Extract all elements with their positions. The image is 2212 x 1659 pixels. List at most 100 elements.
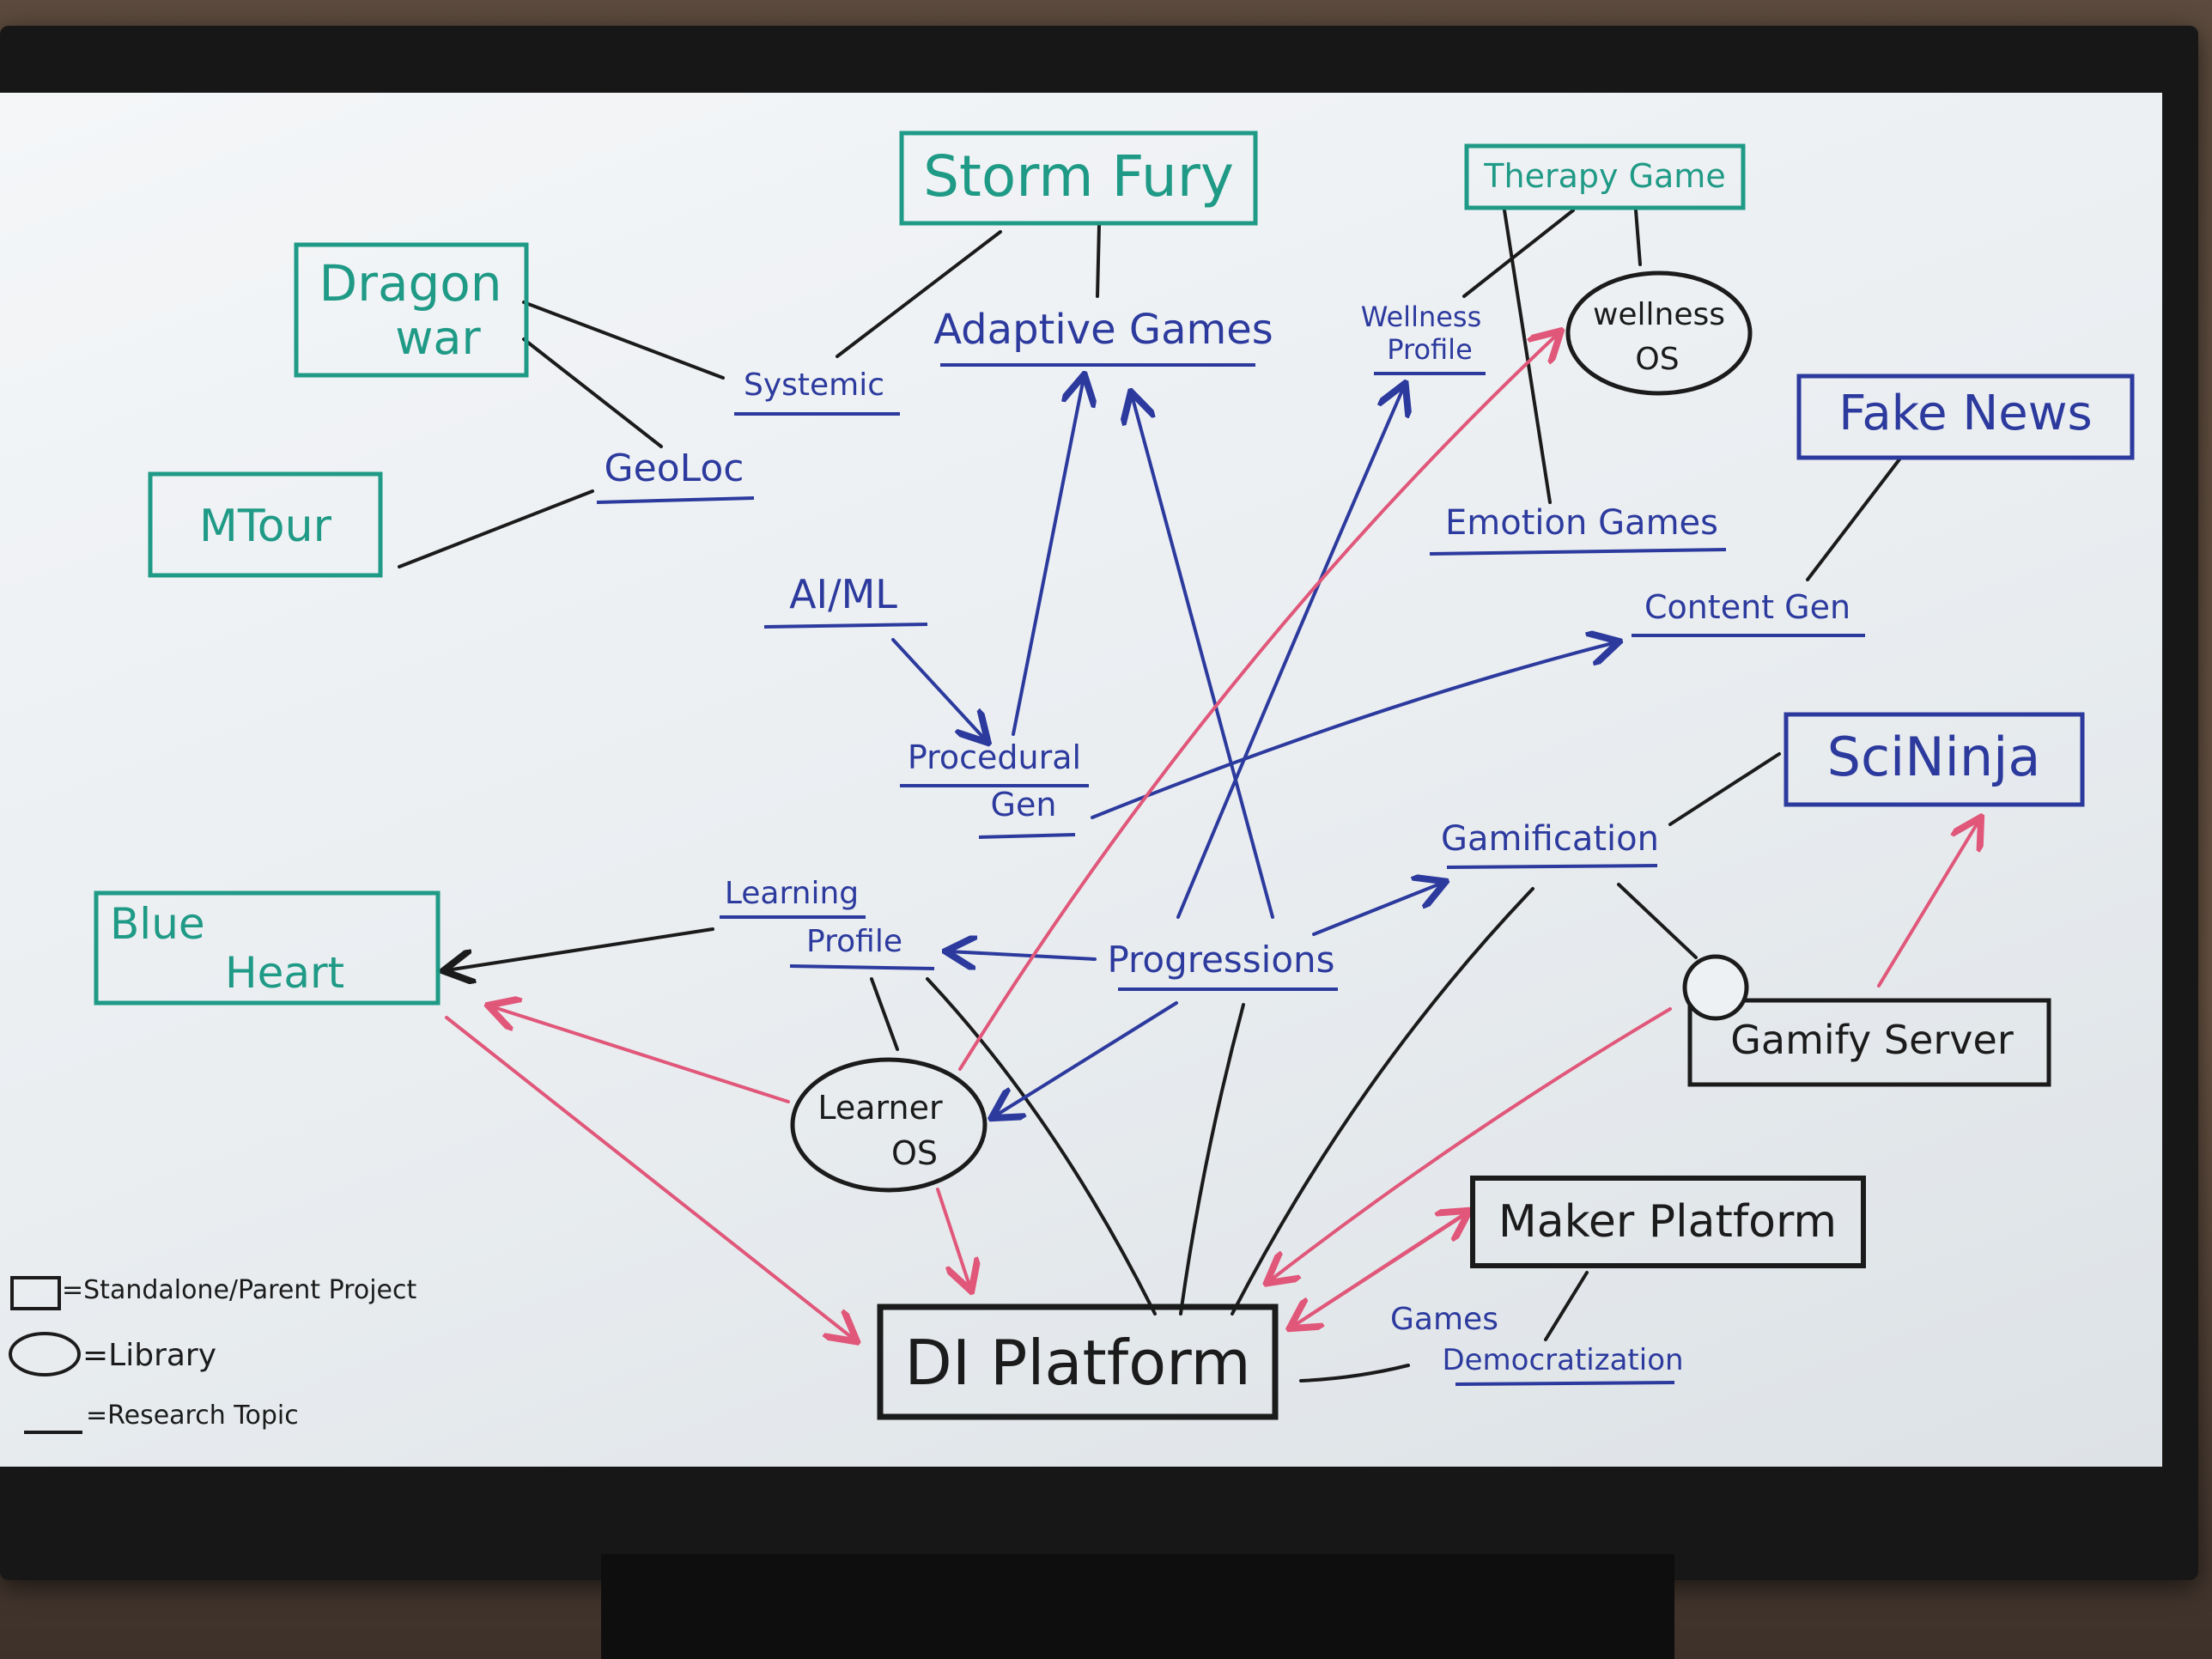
topic-emotion-games: Emotion Games [1429,503,1727,556]
storm-fury-label: Storm Fury [923,143,1234,210]
ai-ml-label: AI/ML [789,571,897,617]
link-learningprofile-learneros [870,977,899,1051]
link-procedural-contentgen [1091,642,1616,819]
legend-box-text: =Standalone/Parent Project [62,1275,416,1305]
link-mtour-geoloc [398,489,594,568]
link-blueheart-diplatform [445,1016,854,1340]
link-maker-democratization [1544,1271,1589,1341]
learner-os-label-line2: OS [891,1134,938,1172]
di-platform-label: DI Platform [904,1327,1250,1399]
link-stormfury-adaptive [1096,223,1101,298]
legend-line-text: =Research Topic [86,1401,299,1431]
whiteboard-surface [0,93,2162,1467]
legend-circle-text: =Library [82,1338,216,1373]
blue-links [891,378,1616,1116]
topic-wellness-profile: Wellness Profile [1361,301,1486,375]
link-procedural-adaptive [1012,378,1084,736]
link-learningprofile-diplatform [926,977,1157,1316]
learning-profile-label-line2: Profile [806,924,902,959]
node-storm-fury: Storm Fury [899,131,1258,226]
topic-procedural-gen: Procedural Gen [900,738,1089,839]
link-gamify-scininja [1877,820,1979,988]
link-gamification-diplatform [1231,887,1534,1316]
link-learneros-wellnessos [958,333,1559,1071]
node-learner-os: Learner OS [790,1057,988,1193]
systemic-label: Systemic [744,368,884,403]
dragon-war-label-line1: Dragon [319,254,501,313]
topic-systemic: Systemic [734,368,900,416]
link-learneros-blueheart [491,1006,790,1103]
games-democratization-label-line2: Democratization [1442,1343,1683,1377]
link-scininja-gamification [1668,752,1781,826]
legend-box-symbol [10,1276,61,1310]
topic-content-gen: Content Gen [1632,588,1865,637]
topic-learning-profile: Learning Profile [720,876,935,970]
node-sci-ninja: SciNinja [1784,712,2085,807]
node-di-platform: DI Platform [877,1304,1279,1420]
procedural-gen-label-line2: Gen [991,786,1057,823]
adaptive-games-label: Adaptive Games [933,306,1273,354]
fake-news-label: Fake News [1838,386,2092,441]
blue-heart-label-line1: Blue [110,899,205,949]
node-therapy-game: Therapy Game [1464,143,1746,210]
link-democratization-diplatform [1299,1364,1410,1382]
emotion-games-label: Emotion Games [1445,503,1718,543]
legend: =Standalone/Parent Project =Library =Res… [9,1275,416,1434]
gamify-server-label: Gamify Server [1730,1017,2014,1063]
link-fakenews-contentgen [1806,458,1901,581]
games-democratization-label-line1: Games [1390,1302,1498,1337]
wellness-os-label-line1: wellness [1593,297,1725,332]
topic-games-democratization: Games Democratization [1390,1302,1684,1386]
node-mtour: MTour [148,471,383,578]
link-learningprofile-blueheart [447,927,714,970]
node-maker-platform: Maker Platform [1470,1176,1866,1268]
topic-adaptive-games: Adaptive Games [933,306,1273,367]
link-diplatform-maker [1291,1212,1467,1328]
link-progressions-learningprofile [949,951,1097,959]
gamification-label: Gamification [1441,819,1659,859]
link-progressions-learneros [994,1001,1178,1116]
wellness-os-label-line2: OS [1635,342,1679,377]
geoloc-label: GeoLoc [605,447,744,490]
learning-profile-label-line1: Learning [725,876,859,911]
progressions-label: Progressions [1107,939,1334,981]
node-wellness-os: wellness OS [1565,270,1753,396]
link-gamify-diplatform [1269,1007,1672,1281]
node-blue-heart: Blue Heart [94,890,441,1006]
link-progressions-diplatform [1179,1003,1245,1316]
link-therapy-wellnessprofile [1462,209,1575,298]
blue-heart-label-line2: Heart [225,948,344,998]
link-progressions-wellnessprofile [1176,386,1404,919]
node-dragon-war: Dragon war [294,242,529,378]
link-therapy-emotion [1503,209,1552,504]
content-gen-label: Content Gen [1644,588,1850,626]
wellness-profile-label-line2: Profile [1387,333,1473,366]
link-dragonwar-geoloc [522,337,663,448]
board-stand [601,1554,1674,1659]
link-therapy-wellnessos [1634,209,1642,266]
topic-progressions: Progressions [1107,939,1338,991]
link-aiml-procedural [891,638,986,740]
maker-platform-label: Maker Platform [1498,1196,1837,1248]
dragon-war-label-line2: war [395,311,481,365]
topic-gamification: Gamification [1441,819,1659,869]
link-stormfury-systemic [836,230,1002,358]
link-progressions-adaptive [1132,395,1274,919]
sci-ninja-label: SciNinja [1827,726,2041,788]
node-gamify-server: Gamify Server [1682,954,2051,1087]
node-fake-news: Fake News [1796,374,2135,460]
mtour-label: MTour [199,501,332,552]
topic-ai-ml: AI/ML [763,571,928,629]
procedural-gen-label-line1: Procedural [908,738,1081,776]
red-links [445,333,1979,1340]
topic-geoloc: GeoLoc [596,447,755,504]
therapy-game-label: Therapy Game [1483,157,1725,195]
learner-os-label-line1: Learner [817,1089,943,1127]
link-gamification-gamify [1617,883,1698,959]
gamify-library-circle [1682,954,1749,1021]
wellness-profile-label-line1: Wellness [1361,301,1482,333]
link-progressions-gamification [1312,883,1443,936]
link-learneros-diplatform [936,1188,970,1288]
link-dragonwar-systemic [522,301,725,380]
